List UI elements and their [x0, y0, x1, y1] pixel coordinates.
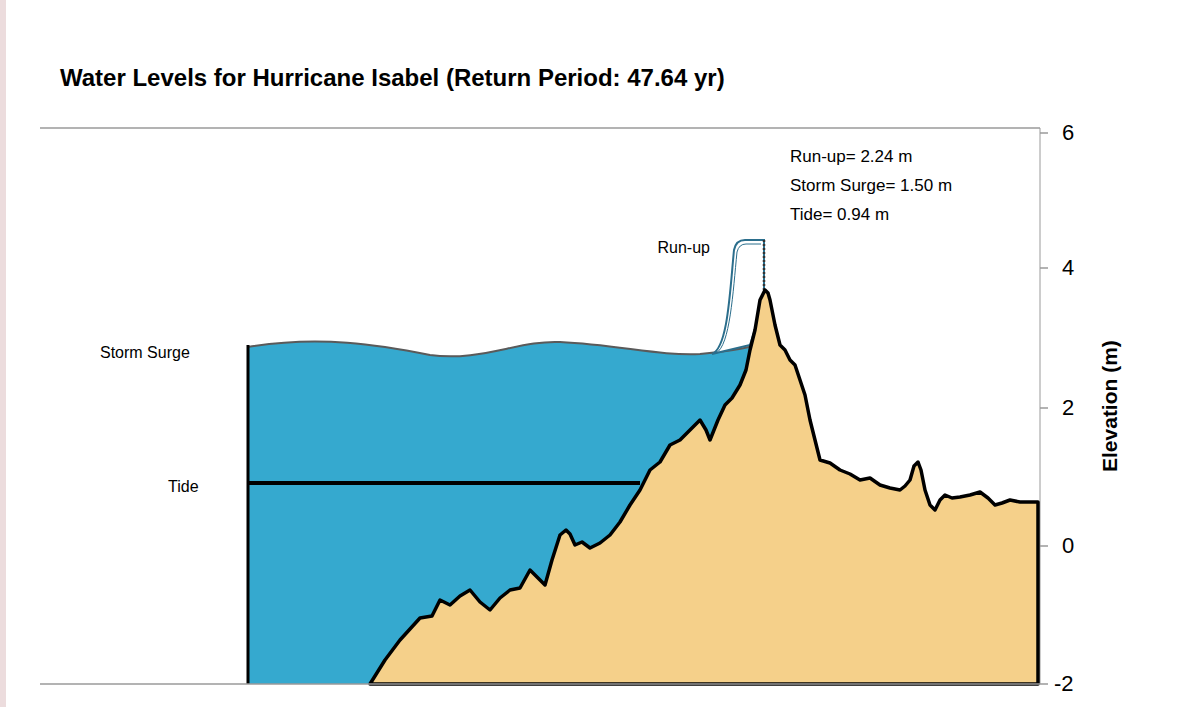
axis-tick-label: -2 — [1054, 671, 1074, 696]
tide-label: Tide — [168, 478, 199, 496]
axis-tick-label: 6 — [1062, 120, 1074, 145]
top-border-line — [40, 127, 1040, 129]
note-storm-surge-value: Storm Surge= 1.50 m — [790, 176, 952, 196]
run-up-label: Run-up — [658, 239, 710, 257]
axis-ticks — [1040, 133, 1048, 684]
tide-level-line — [248, 481, 640, 485]
beach-dune-profile — [370, 290, 1038, 684]
axis-tick-label: 2 — [1062, 395, 1074, 420]
bottom-border-line — [40, 683, 1040, 685]
axis-title: Elevation (m) — [1098, 340, 1122, 472]
storm-surge-label: Storm Surge — [100, 344, 190, 362]
note-tide-value: Tide= 0.94 m — [790, 205, 889, 225]
axis-tick-label: 4 — [1062, 255, 1074, 280]
water-surface-line — [248, 342, 752, 357]
note-run-up-value: Run-up= 2.24 m — [790, 147, 912, 167]
chart-title: Water Levels for Hurricane Isabel (Retur… — [60, 64, 725, 92]
axis-tick-label: 0 — [1062, 533, 1074, 558]
water-depth-line — [247, 345, 250, 684]
run-up-dotted-line — [763, 240, 766, 292]
